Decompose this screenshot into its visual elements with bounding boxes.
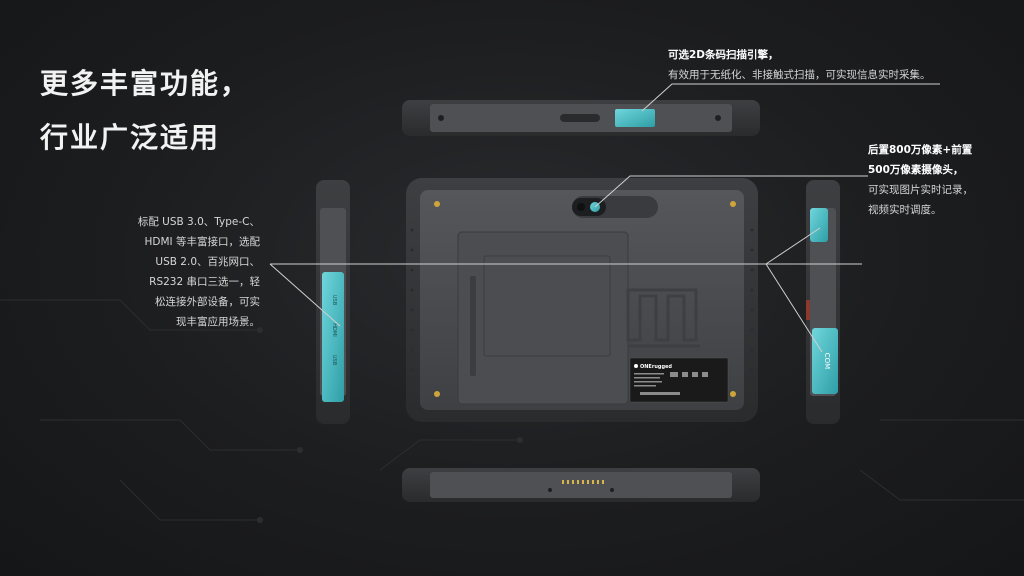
- ports-callout-line-2: HDMI 等丰富接口，选配: [144, 236, 260, 248]
- device-left-side: USB HDMI USB: [316, 180, 350, 424]
- callout-lines: [269, 83, 940, 353]
- ports-callout-line-1: 标配 USB 3.0、Type-C、: [137, 216, 260, 228]
- brand-label: ONErugged: [640, 364, 672, 370]
- camera-callout-line-4: 视频实时调度。: [868, 204, 942, 216]
- ports-callout-line-4: RS232 串口三选一，轻: [149, 276, 260, 288]
- maze-pattern: [626, 288, 700, 348]
- device-top-edge: [402, 100, 760, 136]
- scanner-callout-title: 可选2D条码扫描引擎，: [668, 49, 779, 61]
- headline-line-1: 更多丰富功能，: [40, 67, 251, 100]
- left-port-label-2: HDMI: [331, 323, 337, 336]
- com-port-label: COM: [823, 353, 831, 369]
- camera-callout-line-2: 500万像素摄像头，: [868, 164, 964, 176]
- camera-callout: 后置800万像素+前置 500万像素摄像头， 可实现图片实时记录， 视频实时调度…: [868, 140, 1018, 220]
- left-port-cover-icon: [322, 272, 344, 402]
- scanner-callout: 可选2D条码扫描引擎， 有效用于无纸化、非接触式扫描，可实现信息实时采集。: [668, 45, 968, 85]
- right-com-cover-icon: [812, 328, 838, 394]
- ports-callout-line-6: 现丰富应用场景。: [176, 316, 260, 328]
- left-port-label-3: USB: [331, 355, 337, 366]
- ports-callout: 标配 USB 3.0、Type-C、 HDMI 等丰富接口，选配 USB 2.0…: [132, 212, 260, 332]
- scanner-callout-body: 有效用于无纸化、非接触式扫描，可实现信息实时采集。: [668, 69, 931, 81]
- device-right-side: COM: [806, 180, 840, 424]
- camera-callout-line-3: 可实现图片实时记录，: [868, 184, 973, 196]
- scanner-window-icon: [615, 109, 655, 127]
- ports-callout-line-5: 松连接外部设备，可实: [155, 296, 260, 308]
- device-back: ONErugged: [406, 178, 758, 422]
- ports-callout-line-3: USB 2.0、百兆网口、: [155, 256, 260, 268]
- left-port-label-1: USB: [331, 295, 337, 306]
- headline-line-2: 行业广泛适用: [40, 121, 221, 154]
- device-bottom-edge: [402, 468, 760, 502]
- right-top-cover-icon: [810, 208, 828, 242]
- camera-callout-line-1: 后置800万像素+前置: [868, 144, 973, 156]
